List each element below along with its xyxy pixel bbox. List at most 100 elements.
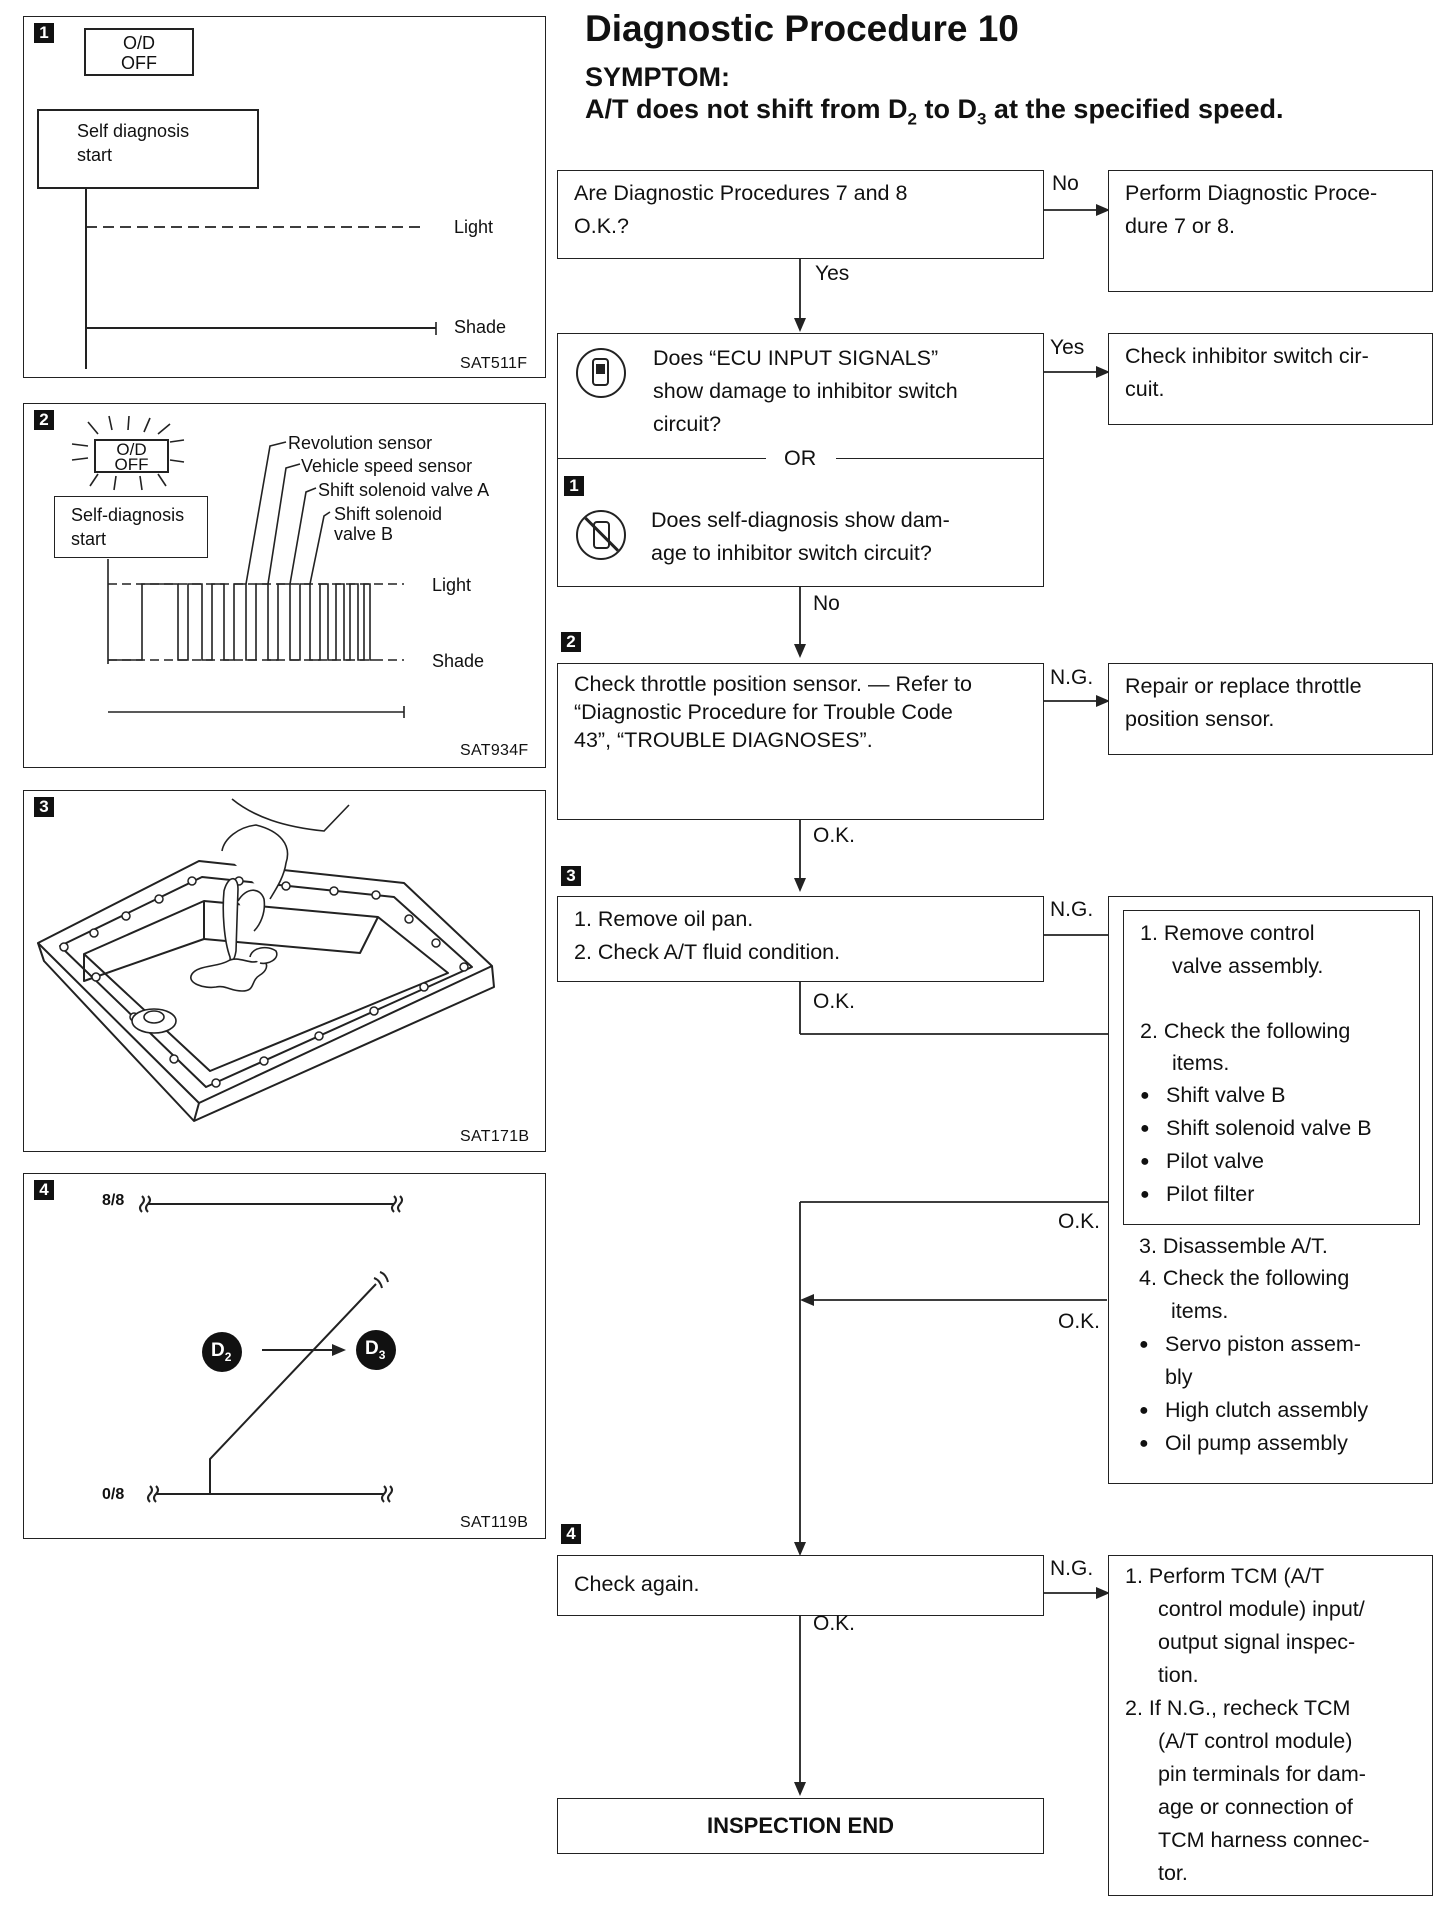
start-line-2: start xyxy=(71,529,107,549)
step-text-line-2: 2. Check A/T fluid condition. xyxy=(574,940,841,964)
figure-code: SAT171B xyxy=(460,1128,530,1145)
figure-panel-3: 3 SAT171 xyxy=(23,790,546,1152)
figure-panel-4: 4 8/8 0/8 D2 D3 SAT119B xyxy=(23,1173,546,1539)
panel-number: 3 xyxy=(34,797,54,817)
panel-number: 2 xyxy=(34,410,54,430)
od-bottom-label: OFF xyxy=(114,455,149,474)
list-item: Shift solenoid valve B xyxy=(1136,1112,1372,1145)
od-bottom-label: OFF xyxy=(121,53,157,73)
figure-code: SAT934F xyxy=(460,742,529,759)
list-item: Oil pump assembly xyxy=(1135,1427,1368,1460)
substep-4-line-2: items. xyxy=(1171,1299,1229,1323)
step-number: 3 xyxy=(561,866,581,886)
result-line-4: tion. xyxy=(1158,1663,1199,1687)
result-text-line-2: position sensor. xyxy=(1125,707,1275,731)
edge-label-yes: Yes xyxy=(815,262,850,285)
inner-check-list: Shift valve B Shift solenoid valve B Pil… xyxy=(1136,1079,1372,1211)
result-text-line-2: dure 7 or 8. xyxy=(1125,214,1235,238)
result-line-9: TCM harness connec- xyxy=(1158,1828,1370,1852)
outer-check-list: Servo piston assem- bly High clutch asse… xyxy=(1135,1328,1368,1460)
od-off-indicator: O/D OFF xyxy=(94,439,169,473)
step-number: 4 xyxy=(561,1524,581,1544)
step-number: 1 xyxy=(564,476,584,496)
edge-label-no: No xyxy=(813,592,840,615)
callout-revolution-sensor: Revolution sensor xyxy=(288,433,433,453)
step-text-line-5: age to inhibitor switch circuit? xyxy=(651,541,932,565)
result-text-line-1: Perform Diagnostic Proce- xyxy=(1125,181,1378,205)
edge-label-ng: N.G. xyxy=(1050,898,1094,921)
figure-panel-2: 2 O/D OFF Self-diagnosis start Revolutio… xyxy=(23,403,546,768)
result-text-line-1: Check inhibitor switch cir- xyxy=(1125,344,1369,368)
step-text-line-1: 1. Remove oil pan. xyxy=(574,907,754,931)
result-control-valve-check: 1. Remove control valve assembly. 2. Che… xyxy=(1123,910,1420,1225)
shift-schedule-graph xyxy=(139,1195,403,1503)
step-text-line-2: “Diagnostic Procedure for Trouble Code xyxy=(574,700,953,724)
or-divider-left xyxy=(558,458,766,459)
step-check-procedures-7-8: Are Diagnostic Procedures 7 and 8 O.K.? xyxy=(557,170,1044,259)
step-inhibitor-switch-check: Does “ECU INPUT SIGNALS” show damage to … xyxy=(557,333,1044,587)
light-label: Light xyxy=(454,217,494,237)
substep-2-line-2: items. xyxy=(1172,1051,1230,1075)
result-line-5: 2. If N.G., recheck TCM xyxy=(1125,1696,1351,1720)
result-line-7: pin terminals for dam- xyxy=(1158,1762,1366,1786)
step-throttle-position-sensor: Check throttle position sensor. — Refer … xyxy=(557,663,1044,820)
or-label: OR xyxy=(784,446,817,470)
step-text-line-2: show damage to inhibitor switch xyxy=(653,379,958,403)
step-text-line-4: Does self-diagnosis show dam- xyxy=(651,508,950,532)
step-text-line-1: Check throttle position sensor. — Refer … xyxy=(574,672,972,696)
step-text-line-2: O.K.? xyxy=(574,214,629,238)
edge-label-ok: O.K. xyxy=(1058,1310,1101,1333)
shade-label: Shade xyxy=(454,317,507,337)
step-text-line-1: Are Diagnostic Procedures 7 and 8 xyxy=(574,181,908,205)
od-top-label: O/D xyxy=(122,33,155,53)
list-item: Pilot filter xyxy=(1136,1178,1372,1211)
result-line-10: tor. xyxy=(1158,1861,1188,1885)
panel-number: 4 xyxy=(34,1180,54,1200)
shade-label: Shade xyxy=(432,651,485,671)
symptom-text: A/T does not shift from D2 to D3 at the … xyxy=(585,94,1284,129)
inspection-end-box: INSPECTION END xyxy=(557,1798,1044,1854)
edge-label-yes: Yes xyxy=(1050,336,1085,359)
figure-code: SAT511F xyxy=(460,355,528,372)
step-text-line-3: 43”, “TROUBLE DIAGNOSES”. xyxy=(574,728,873,752)
panel-number: 1 xyxy=(34,23,54,43)
self-diagnosis-start-box: Self diagnosis start xyxy=(37,109,259,189)
gear-from: D2 xyxy=(211,1340,232,1364)
step-number: 2 xyxy=(561,632,581,652)
figure-panel-1: 1 O/D OFF Self diagnosis start Light Sha… xyxy=(23,16,546,378)
signal-waveform xyxy=(85,189,437,369)
callout-shift-solenoid-b-line2: valve B xyxy=(334,524,394,544)
edge-label-ng: N.G. xyxy=(1050,1557,1094,1580)
callout-shift-solenoid-a: Shift solenoid valve A xyxy=(318,480,490,500)
result-check-inhibitor-switch: Check inhibitor switch cir- cuit. xyxy=(1108,333,1433,425)
result-perform-procedure: Perform Diagnostic Proce- dure 7 or 8. xyxy=(1108,170,1433,292)
callout-vehicle-speed-sensor: Vehicle speed sensor xyxy=(301,456,473,476)
list-item: Pilot valve xyxy=(1136,1145,1372,1178)
step-text-line-3: circuit? xyxy=(653,412,722,436)
result-line-6: (A/T control module) xyxy=(1158,1729,1353,1753)
sensor-pulse-waveform xyxy=(107,441,405,718)
edge-label-ng: N.G. xyxy=(1050,666,1094,689)
page-title: Diagnostic Procedure 10 xyxy=(585,8,1019,49)
callout-shift-solenoid-b-line1: Shift solenoid xyxy=(334,504,443,524)
edge-label-no: No xyxy=(1052,172,1079,195)
result-line-1: 1. Perform TCM (A/T xyxy=(1125,1564,1325,1588)
throttle-full-label: 8/8 xyxy=(102,1192,125,1209)
od-top-label: O/D xyxy=(116,440,147,459)
start-line-1: Self diagnosis xyxy=(77,121,190,141)
step-check-again: Check again. xyxy=(557,1555,1044,1616)
list-item: Servo piston assem- xyxy=(1135,1328,1368,1361)
throttle-closed-label: 0/8 xyxy=(102,1486,125,1503)
step-text-line-1: Does “ECU INPUT SIGNALS” xyxy=(653,346,939,370)
edge-label-ok: O.K. xyxy=(813,990,856,1013)
self-diagnosis-start-box: Self-diagnosis start xyxy=(54,496,208,558)
result-line-3: output signal inspec- xyxy=(1158,1630,1356,1654)
result-line-8: age or connection of xyxy=(1158,1795,1353,1819)
substep-1-line-1: 1. Remove control xyxy=(1140,921,1315,945)
substep-2-line-1: 2. Check the following xyxy=(1140,1019,1351,1043)
step-text: Check again. xyxy=(574,1572,700,1596)
gear-to: D3 xyxy=(365,1338,386,1362)
inspection-end-label: INSPECTION END xyxy=(706,1813,895,1838)
od-off-indicator: O/D OFF xyxy=(84,28,194,76)
